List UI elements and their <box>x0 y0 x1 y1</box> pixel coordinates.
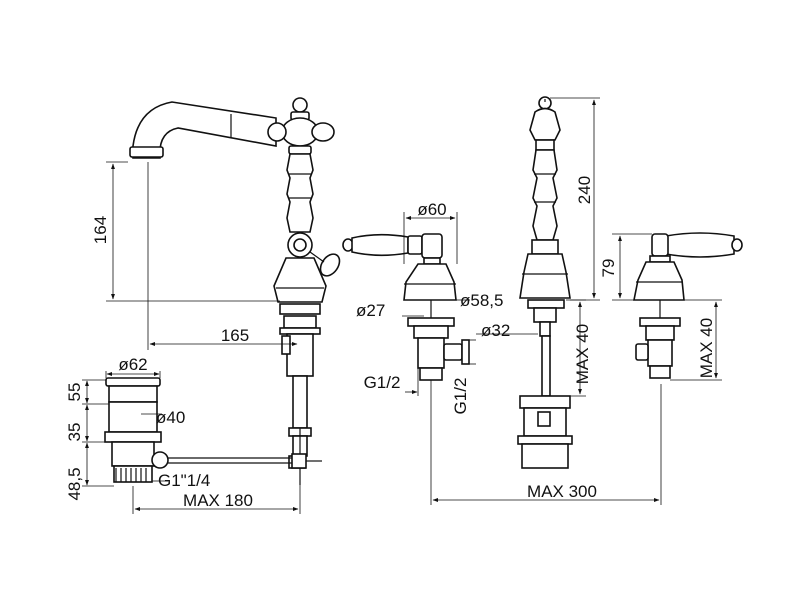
dim-spout-reach <box>147 162 298 350</box>
label-35: 35 <box>65 423 84 442</box>
label-o58-5: ø58,5 <box>460 291 503 310</box>
body-base <box>519 253 571 299</box>
dim-spout-height <box>106 161 280 302</box>
label-o60: ø60 <box>417 200 446 219</box>
aerator <box>129 146 164 158</box>
label-g12-left: G1/2 <box>364 373 401 392</box>
label-o32: ø32 <box>481 321 510 340</box>
column <box>286 153 314 233</box>
label-g114: G1"1/4 <box>158 471 210 490</box>
dim-waste-diameter <box>105 371 161 378</box>
handle-valve-view <box>342 233 470 381</box>
right-handle-view <box>633 232 743 379</box>
base <box>273 257 327 303</box>
right-rose <box>633 261 685 301</box>
label-max-180: MAX 180 <box>183 491 253 510</box>
label-o27: ø27 <box>356 301 385 320</box>
body-column <box>532 149 558 241</box>
label-o40: ø40 <box>156 408 185 427</box>
dim-body-deck <box>566 299 586 397</box>
waste-rod-joint <box>151 451 169 469</box>
handle-rose <box>403 263 457 301</box>
waste-thread <box>115 468 147 482</box>
central-body-view <box>517 96 573 469</box>
label-max-40-center: MAX 40 <box>573 324 592 384</box>
rod-clamp <box>291 453 307 469</box>
label-max-300: MAX 300 <box>527 482 597 501</box>
waste-flange <box>105 377 161 387</box>
lever-handle <box>319 253 341 277</box>
body-nut <box>519 395 571 409</box>
label-max-40-right: MAX 40 <box>697 318 716 378</box>
spout <box>132 101 277 159</box>
label-o62: ø62 <box>118 355 147 374</box>
label-48-5: 48,5 <box>65 467 84 500</box>
dim-outlet-thread <box>468 339 476 365</box>
dim-right-deck <box>670 299 722 381</box>
dim-rod-max <box>132 468 301 514</box>
lock-nut <box>407 317 455 327</box>
dim-rose-diameter <box>403 212 458 264</box>
dim-right-height <box>612 233 652 301</box>
body-finial <box>538 96 552 110</box>
dim-waste-heights <box>82 379 114 487</box>
label-55: 55 <box>65 383 84 402</box>
porcelain-lever <box>351 233 409 257</box>
label-165: 165 <box>221 326 249 345</box>
dim-total-width <box>430 380 662 505</box>
dim-inlet-thread <box>405 368 419 396</box>
right-porcelain-lever <box>665 232 735 258</box>
label-g12-vertical: G1/2 <box>451 378 470 415</box>
handle-hub <box>421 233 443 259</box>
label-240: 240 <box>575 176 594 204</box>
side-view-faucet <box>129 97 341 485</box>
label-79: 79 <box>599 259 618 278</box>
label-164: 164 <box>91 216 110 244</box>
top-finial <box>292 97 308 113</box>
